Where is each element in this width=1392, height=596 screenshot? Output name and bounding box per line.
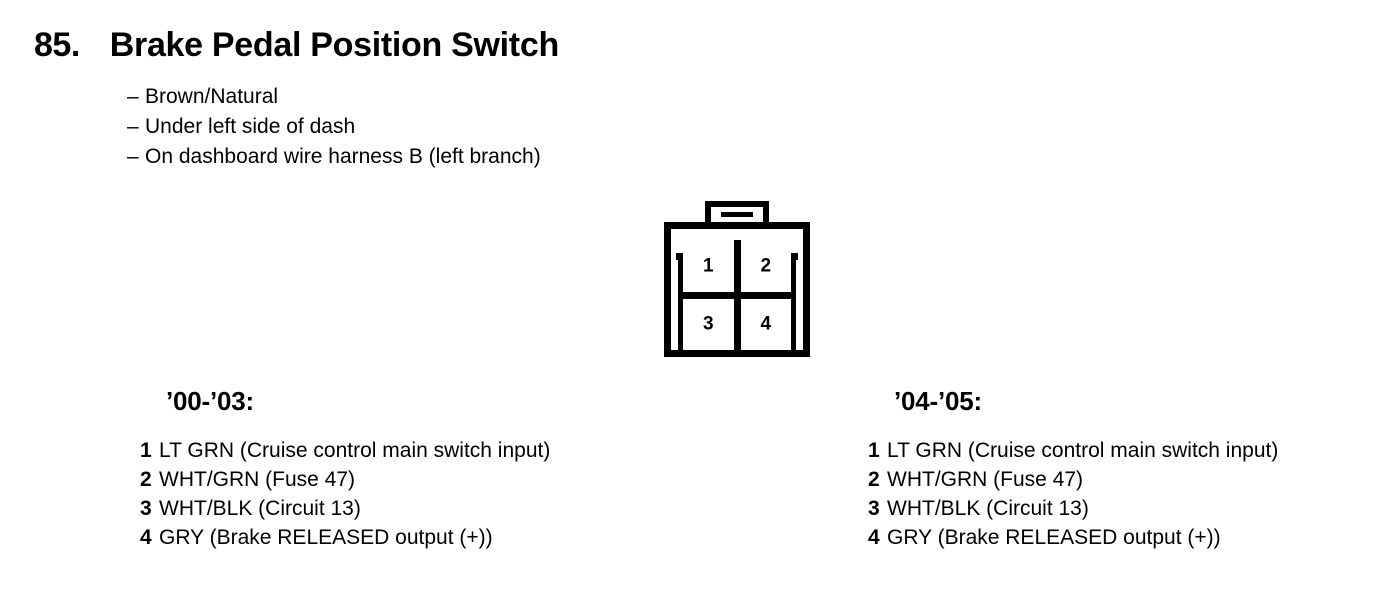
page-title-row: 85. Brake Pedal Position Switch xyxy=(34,26,559,65)
pin-label-2: 2 xyxy=(760,255,772,277)
item-number: 85. xyxy=(34,26,80,64)
dash-icon: – xyxy=(127,85,139,108)
pinout-row: 4 GRY (Brake RELEASED output (+)) xyxy=(140,523,550,552)
spec-item-label: On dashboard wire harness B (left branch… xyxy=(145,145,541,168)
pinout-heading-late: ’04-’05: xyxy=(894,386,983,416)
pinout-row-description: LT GRN (Cruise control main switch input… xyxy=(887,439,1279,462)
spec-item: – Brown/Natural xyxy=(127,82,541,112)
connector-body: 1 2 3 4 xyxy=(664,222,810,357)
pin-label-3: 3 xyxy=(702,313,714,335)
pinout-row-number: 1 xyxy=(140,439,152,462)
pinout-row: 4 GRY (Brake RELEASED output (+)) xyxy=(868,523,1278,552)
pinout-row-description: GRY (Brake RELEASED output (+)) xyxy=(159,526,493,549)
pinout-row: 1 LT GRN (Cruise control main switch inp… xyxy=(140,436,550,465)
pin-cell-4: 4 xyxy=(740,298,791,350)
pin-label-4: 4 xyxy=(760,313,772,335)
dash-icon: – xyxy=(127,145,139,168)
pinout-row-number: 2 xyxy=(140,468,152,491)
pinout-row-number: 3 xyxy=(140,497,152,520)
pin-cell-2: 2 xyxy=(740,240,798,292)
pinout-row: 2 WHT/GRN (Fuse 47) xyxy=(868,465,1278,494)
spec-list: – Brown/Natural – Under left side of das… xyxy=(127,82,541,172)
pinout-row-description: WHT/BLK (Circuit 13) xyxy=(887,497,1089,520)
pinout-row-description: GRY (Brake RELEASED output (+)) xyxy=(887,526,1221,549)
spec-item: – Under left side of dash xyxy=(127,112,541,142)
pinout-row: 3 WHT/BLK (Circuit 13) xyxy=(140,494,550,523)
pinout-row-number: 4 xyxy=(868,526,880,549)
pinout-heading-early: ’00-’03: xyxy=(166,386,255,416)
connector-latch-tab xyxy=(705,201,769,223)
pinout-row-number: 4 xyxy=(140,526,152,549)
pin-label-1: 1 xyxy=(702,255,714,277)
pinout-row: 3 WHT/BLK (Circuit 13) xyxy=(868,494,1278,523)
pinout-column-early: ’00-’03: 1 LT GRN (Cruise control main s… xyxy=(140,386,550,552)
pinout-row-description: WHT/BLK (Circuit 13) xyxy=(159,497,361,520)
pinout-row-number: 1 xyxy=(868,439,880,462)
spec-item-label: Under left side of dash xyxy=(145,115,356,138)
dash-icon: – xyxy=(127,115,139,138)
pinout-list-early: 1 LT GRN (Cruise control main switch inp… xyxy=(140,436,550,552)
spec-item: – On dashboard wire harness B (left bran… xyxy=(127,142,541,172)
pin-grid: 1 2 3 4 xyxy=(676,240,798,350)
pinout-list-late: 1 LT GRN (Cruise control main switch inp… xyxy=(868,436,1278,552)
pinout-row-description: WHT/GRN (Fuse 47) xyxy=(159,468,356,491)
connector-latch-slot xyxy=(721,212,753,217)
pinout-row-number: 3 xyxy=(868,497,880,520)
pinout-row-number: 2 xyxy=(868,468,880,491)
connector-side-channel-right xyxy=(791,240,796,350)
connector-side-channel-left xyxy=(678,240,683,350)
connector-diagram: 1 2 3 4 xyxy=(664,201,810,357)
page-title: Brake Pedal Position Switch xyxy=(109,26,559,64)
pin-cell-1: 1 xyxy=(676,240,734,292)
pinout-row-description: WHT/GRN (Fuse 47) xyxy=(887,468,1084,491)
pin-cell-3: 3 xyxy=(683,298,734,350)
pinout-row: 2 WHT/GRN (Fuse 47) xyxy=(140,465,550,494)
spec-item-label: Brown/Natural xyxy=(145,85,279,108)
pinout-column-late: ’04-’05: 1 LT GRN (Cruise control main s… xyxy=(868,386,1278,552)
pinout-row-description: LT GRN (Cruise control main switch input… xyxy=(159,439,551,462)
pinout-row: 1 LT GRN (Cruise control main switch inp… xyxy=(868,436,1278,465)
